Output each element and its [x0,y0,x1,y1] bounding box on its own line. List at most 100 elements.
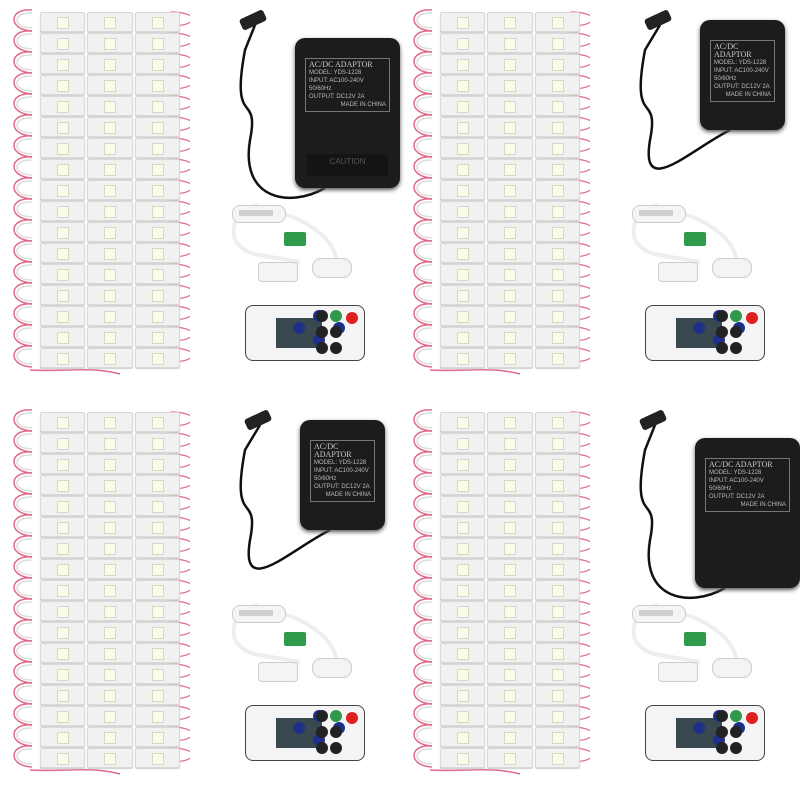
remote-button[interactable] [730,726,742,738]
remote-button[interactable] [716,710,728,722]
remote-button[interactable] [330,710,342,722]
led-module [440,159,486,179]
remote-button[interactable] [730,326,742,338]
led-module-row [40,748,180,768]
remote-button[interactable] [716,326,728,338]
led-chip [151,627,164,639]
led-module-row [40,643,180,663]
controller-label [639,610,673,616]
led-chip [104,185,117,197]
led-module [534,54,580,74]
remote-button[interactable] [730,310,742,322]
led-module [487,622,533,642]
led-module [40,327,86,347]
led-module [40,643,86,663]
led-chip [457,459,469,471]
led-chip [504,206,517,218]
remote-button[interactable] [316,342,328,354]
led-module-row [440,54,580,74]
remote-button[interactable] [316,310,328,322]
led-module [534,138,580,158]
remote-button[interactable] [716,726,728,738]
led-module [534,643,580,663]
remote-button[interactable] [330,326,342,338]
led-module [440,538,486,558]
led-chip [151,711,164,723]
led-module-row [40,201,180,221]
dc-plug [644,10,672,30]
remote-button[interactable] [330,342,342,354]
led-module-row [40,138,180,158]
remote-button[interactable] [730,710,742,722]
remote-button[interactable] [716,342,728,354]
led-dimmer-controller [632,605,686,623]
led-module-row [440,433,580,453]
remote-button[interactable] [316,726,328,738]
led-chip [457,753,469,765]
led-chip [151,248,164,260]
led-module-row [440,496,580,516]
adaptor-input: INPUT: AC100-240V 50/60Hz [309,78,364,92]
led-chip [104,711,117,723]
remote-power-button[interactable] [346,312,358,324]
led-chip [457,311,469,323]
adaptor-title: AC/DC ADAPTOR [314,442,352,459]
led-chip [57,459,69,471]
led-chip [457,417,469,429]
led-chip [504,690,517,702]
led-chip [151,690,164,702]
led-module [487,664,533,684]
led-chip [551,311,564,323]
remote-button[interactable] [330,310,342,322]
led-chip [57,38,69,50]
led-module [40,685,86,705]
led-module [40,601,86,621]
remote-button[interactable] [316,742,328,754]
remote-power-button[interactable] [346,712,358,724]
remote-button[interactable] [716,742,728,754]
led-chip [151,269,164,281]
led-module [487,138,533,158]
remote-direction-button[interactable] [693,322,705,334]
remote-button[interactable] [316,710,328,722]
remote-button[interactable] [330,726,342,738]
remote-direction-button[interactable] [693,722,705,734]
led-chip [104,164,117,176]
dc-female-jack [712,658,752,678]
led-module [534,454,580,474]
remote-button[interactable] [730,342,742,354]
adaptor-model: MODEL: YDS-1228 [314,460,367,466]
led-module [40,96,86,116]
led-chip [457,690,469,702]
led-module [87,664,133,684]
remote-button[interactable] [730,742,742,754]
led-module [440,664,486,684]
led-module-row [40,433,180,453]
adaptor-caution: CAUTION [307,154,388,176]
led-chip [551,290,564,302]
led-module [87,96,133,116]
led-chip [551,459,564,471]
remote-direction-button[interactable] [293,322,305,334]
remote-direction-button[interactable] [293,722,305,734]
led-module [440,643,486,663]
led-module [134,222,180,242]
remote-power-button[interactable] [746,712,758,724]
led-chip [504,80,517,92]
led-module [534,243,580,263]
remote-button[interactable] [716,310,728,322]
remote-button[interactable] [330,742,342,754]
led-module-stack [410,408,580,778]
led-module [534,159,580,179]
led-chip [151,648,164,660]
led-module [40,706,86,726]
led-module-row [40,348,180,368]
led-module [134,75,180,95]
led-module [487,33,533,53]
remote-button[interactable] [316,326,328,338]
led-chip [57,269,69,281]
remote-power-button[interactable] [746,312,758,324]
adaptor-output: OUTPUT: DC12V 2A [709,494,765,500]
led-module-row [40,33,180,53]
led-module [534,201,580,221]
